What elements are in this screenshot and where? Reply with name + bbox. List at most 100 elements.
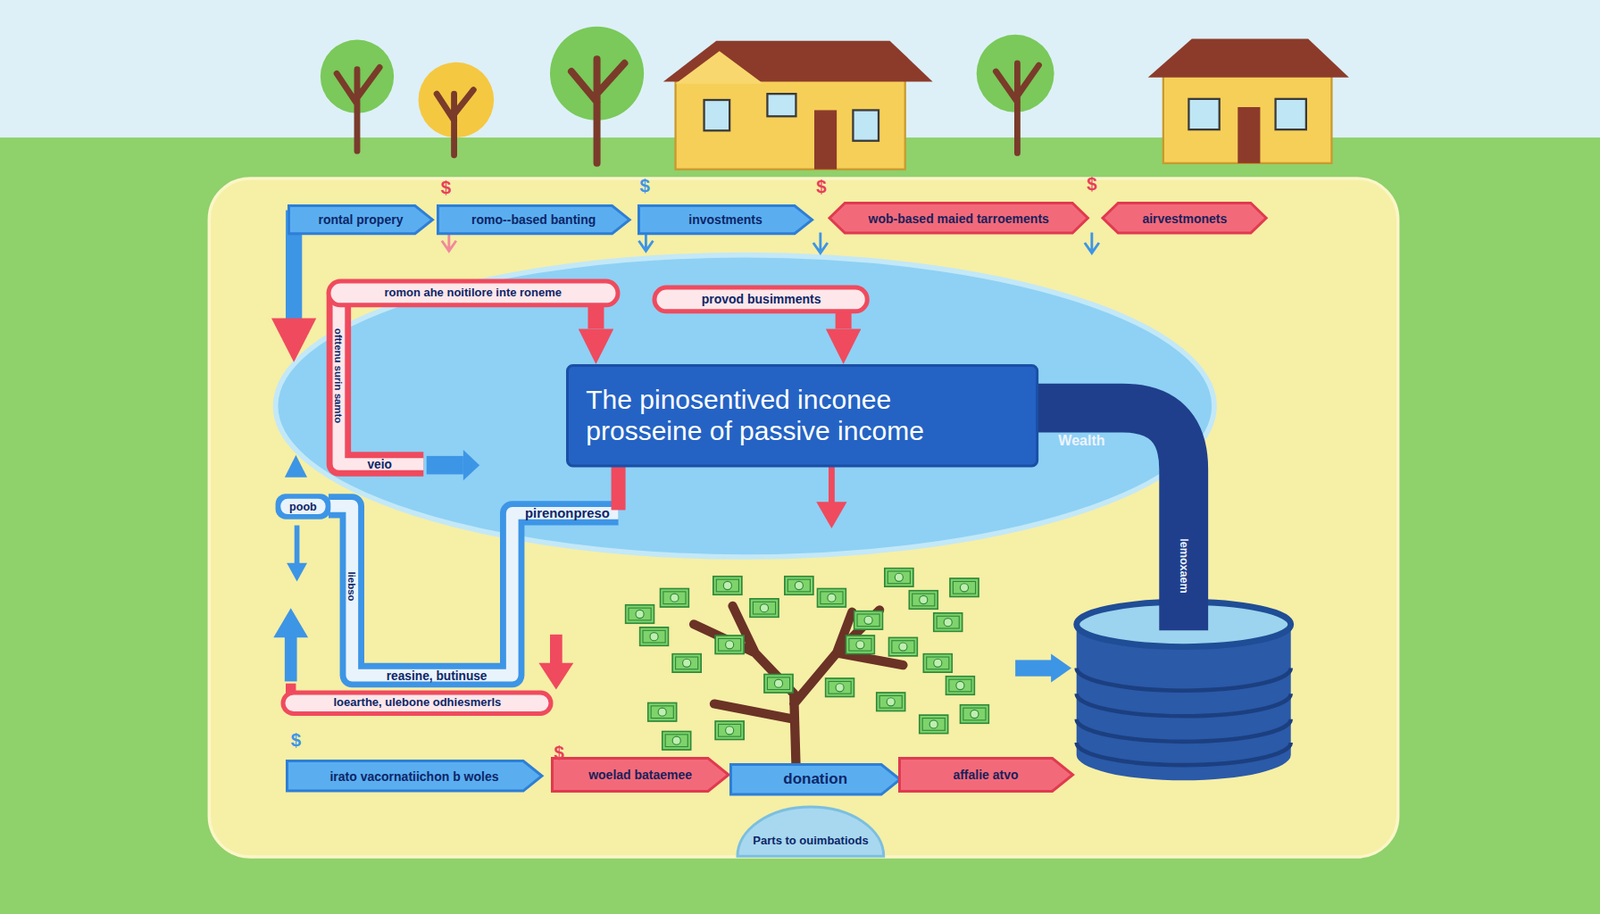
money-tree bbox=[625, 568, 990, 764]
tree-branches bbox=[693, 606, 903, 764]
node-shape bbox=[552, 758, 730, 792]
money-bill bbox=[784, 576, 814, 596]
tank-stripes bbox=[1076, 668, 1292, 767]
node-texts: rontal propery bbox=[318, 212, 404, 227]
dollar-sign: $ bbox=[441, 176, 451, 199]
pipe-label: lemoxaem bbox=[1177, 539, 1191, 594]
node-shape bbox=[567, 365, 1038, 466]
node-shape bbox=[1102, 203, 1267, 234]
ground bbox=[0, 137, 1600, 914]
dollar-sign: $ bbox=[554, 741, 565, 764]
node-shape bbox=[438, 205, 631, 234]
node-shape bbox=[899, 758, 1073, 792]
dollar-sign: $ bbox=[640, 175, 650, 197]
node-texts: provod busimments bbox=[701, 291, 822, 307]
node-shape bbox=[639, 205, 813, 234]
flow-pipe-core bbox=[338, 295, 424, 465]
flow-arrow: romo--based banting bbox=[436, 204, 631, 235]
pipe-label: liebso bbox=[346, 572, 358, 602]
node-label: wob-based maied tarroements bbox=[868, 211, 1050, 226]
money-bill bbox=[764, 674, 793, 693]
dollar-sign: $ bbox=[816, 175, 826, 198]
flow-pipe bbox=[1015, 659, 1052, 676]
money-bill bbox=[950, 578, 979, 598]
house-wall bbox=[1163, 75, 1333, 164]
pipe-label: veio bbox=[366, 458, 392, 472]
node-label: irato vacornatiichon b woles bbox=[329, 769, 499, 784]
node-label: romon ahe noitilore inte roneme bbox=[383, 286, 562, 300]
flow-connector bbox=[587, 307, 604, 329]
house-window bbox=[852, 109, 879, 141]
house-roof bbox=[1148, 38, 1350, 77]
node-shape bbox=[328, 281, 618, 306]
flow-tab bbox=[275, 493, 332, 520]
flow-pipe bbox=[328, 506, 619, 676]
node-shape bbox=[829, 203, 1088, 234]
small-arrow bbox=[1084, 233, 1100, 254]
flow-arrow: rontal propery bbox=[287, 204, 434, 235]
tree bbox=[550, 26, 644, 164]
money-bill bbox=[715, 721, 744, 741]
money-bill bbox=[816, 588, 846, 608]
arrow-head bbox=[538, 663, 574, 691]
arrow-head bbox=[816, 501, 847, 529]
node-texts: donation bbox=[783, 770, 848, 789]
arrow-head bbox=[271, 318, 317, 363]
node-texts: irato vacornatiichon b woles bbox=[329, 769, 499, 784]
flow-pipe bbox=[426, 456, 464, 475]
money-bill bbox=[884, 568, 914, 588]
tree bbox=[320, 40, 394, 152]
node-shape bbox=[287, 761, 543, 792]
mound-node: Parts to ouimbatiods bbox=[736, 806, 885, 858]
flow-arrow: airvestmonets bbox=[1101, 201, 1267, 235]
money-bill bbox=[662, 731, 692, 750]
node-shape bbox=[283, 692, 551, 714]
money-bill bbox=[908, 591, 938, 610]
house-window bbox=[1188, 99, 1219, 130]
node-texts: romon ahe noitilore inte roneme bbox=[383, 286, 562, 300]
node-outline bbox=[736, 806, 885, 858]
pipe-label: reasine, butinuse bbox=[386, 668, 488, 683]
node-label: loearthe, ulebone odhiesmerls bbox=[333, 696, 502, 710]
dollar-sign: $ bbox=[1086, 173, 1097, 195]
node-shape bbox=[654, 287, 867, 312]
flow-pipe-core bbox=[328, 506, 619, 676]
tree bbox=[976, 34, 1055, 154]
house-window bbox=[1275, 99, 1307, 130]
flow-arrow: romon ahe noitilore inte roneme bbox=[326, 279, 620, 308]
flow-pipe bbox=[550, 634, 563, 666]
flow-arrow: provod busimments bbox=[652, 285, 869, 314]
tree-trunk bbox=[336, 66, 380, 151]
node-shape bbox=[737, 807, 884, 857]
flow-arrow: irato vacornatiichon b woles bbox=[285, 759, 543, 793]
money-bill bbox=[640, 627, 669, 647]
arrow-head bbox=[286, 563, 308, 583]
flow-arrow: invostments bbox=[637, 204, 814, 235]
background-panel bbox=[208, 178, 1398, 858]
node-texts: airvestmonets bbox=[1141, 211, 1227, 226]
node-texts: Parts to ouimbatiods bbox=[752, 834, 868, 849]
money-bill bbox=[659, 588, 689, 608]
money-bill bbox=[919, 715, 949, 734]
money-bill bbox=[933, 613, 963, 633]
pipe-label: Wealth bbox=[1058, 433, 1105, 450]
pipe-label: poob bbox=[289, 500, 317, 514]
tree-trunk bbox=[571, 58, 625, 164]
house-window bbox=[704, 100, 731, 131]
money-bill bbox=[715, 635, 744, 655]
money-bill bbox=[825, 678, 855, 698]
small-arrow bbox=[294, 525, 300, 568]
money-bill bbox=[945, 676, 975, 696]
flow-pipe bbox=[284, 634, 298, 683]
node-label: donation bbox=[783, 770, 848, 789]
arrow-head bbox=[284, 455, 308, 478]
node-label: woelad bataemee bbox=[588, 767, 692, 783]
money-bill bbox=[750, 599, 779, 618]
small-arrow bbox=[813, 233, 828, 254]
money-bill bbox=[648, 702, 677, 722]
node-label: Parts to ouimbatiods bbox=[752, 834, 868, 849]
arrow-head bbox=[1050, 654, 1072, 684]
money-bill bbox=[923, 654, 952, 674]
node-label: provod busimments bbox=[701, 291, 822, 307]
